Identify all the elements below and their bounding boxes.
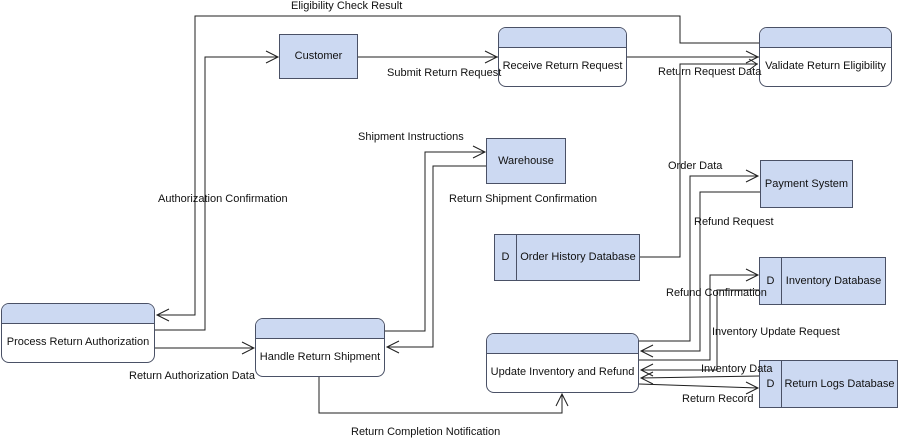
entity-customer[interactable]: Customer [279,34,358,79]
entity-warehouse-label: Warehouse [498,154,554,167]
flow-label-submit-return-request: Submit Return Request [387,67,502,79]
process-receive-return-request-label: Receive Return Request [502,60,623,73]
flow-submit-return-request-line[interactable] [358,50,499,64]
flow-label-shipment-instructions: Shipment Instructions [358,131,464,143]
process-handle-return-shipment[interactable]: Handle Return Shipment [255,318,385,377]
flow-label-return-request-data: Return Request Data [658,66,762,78]
process-validate-return-eligibility-label: Validate Return Eligibility [765,60,886,73]
flow-label-refund-confirmation: Refund Confirmation [666,287,767,299]
process-header-band [499,28,626,48]
process-return-authorization-label: Process Return Authorization [6,336,150,349]
flow-label-return-shipment-confirmation: Return Shipment Confirmation [449,193,597,205]
process-update-inventory-and-refund-label: Update Inventory and Refund [490,366,635,379]
datastore-marker-text: D [766,274,775,287]
datastore-order-history-database[interactable]: D Order History Database [494,234,640,281]
flow-label-return-record: Return Record [682,393,754,405]
flow-inventory-update-request-line[interactable] [639,268,760,361]
flow-label-return-authorization-data: Return Authorization Data [129,370,255,382]
flow-label-inventory-data: Inventory Data [701,363,773,375]
process-update-inventory-and-refund[interactable]: Update Inventory and Refund [486,333,639,393]
process-handle-return-shipment-label: Handle Return Shipment [259,350,381,363]
flow-authorization-confirmation-line[interactable] [155,50,280,331]
flow-label-return-completion-notification: Return Completion Notification [351,426,501,438]
flow-label-inventory-update-request: Inventory Update Request [712,326,840,338]
flow-return-request-data-line[interactable] [627,50,760,64]
datastore-return-logs-database[interactable]: D Return Logs Database [759,360,898,408]
datastore-order-history-database-label: Order History Database [520,251,636,264]
datastore-marker: D [495,235,517,280]
datastore-marker: D [760,258,782,304]
entity-warehouse[interactable]: Warehouse [486,138,566,184]
datastore-return-logs-database-label: Return Logs Database [784,377,895,390]
flow-label-eligibility-check-result: Eligibility Check Result [291,0,403,12]
process-return-authorization[interactable]: Process Return Authorization [1,303,155,363]
flow-refund-request-line[interactable] [639,169,760,342]
datastore-marker-text: D [766,377,775,390]
process-header-band [2,304,154,324]
datastore-inventory-database[interactable]: D Inventory Database [759,257,886,305]
datastore-marker: D [760,361,782,407]
flow-return-authorization-data-line[interactable] [155,341,256,355]
process-header-band [256,319,384,339]
entity-payment-system[interactable]: Payment System [760,160,853,208]
process-header-band [760,28,891,48]
flow-label-authorization-confirmation: Authorization Confirmation [158,193,288,205]
flow-shipment-instructions-line[interactable] [385,145,487,332]
process-validate-return-eligibility[interactable]: Validate Return Eligibility [759,27,892,87]
process-receive-return-request[interactable]: Receive Return Request [498,27,627,87]
datastore-inventory-database-label: Inventory Database [785,274,882,287]
datastore-marker-text: D [501,251,510,264]
entity-payment-system-label: Payment System [764,177,849,190]
entity-customer-label: Customer [294,50,343,63]
flow-label-order-data: Order Data [668,160,723,172]
process-header-band [487,334,638,354]
flow-label-refund-request: Refund Request [694,216,774,228]
